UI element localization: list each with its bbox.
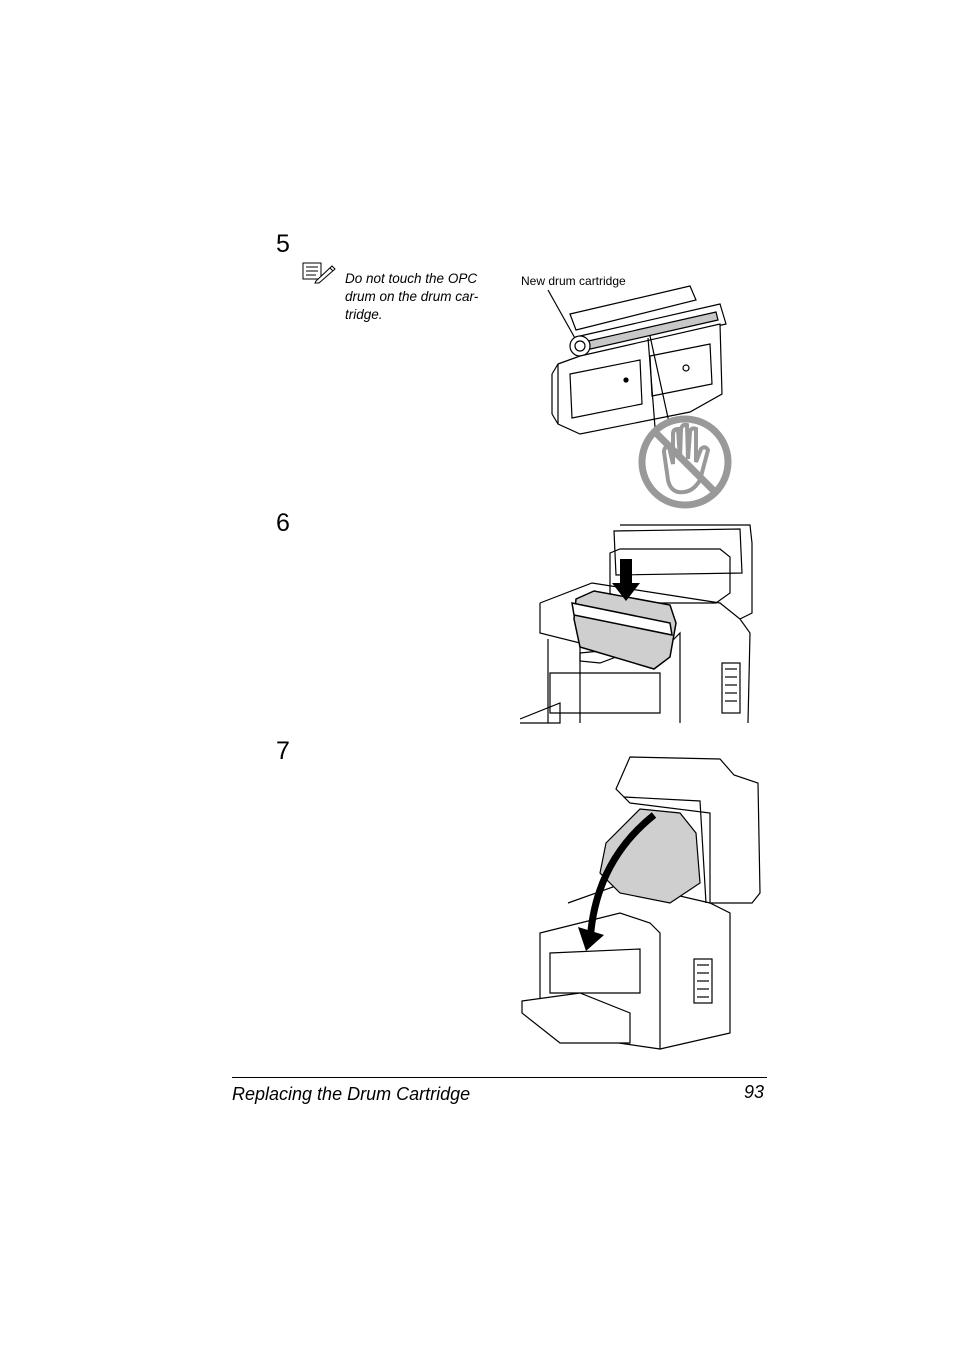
page-number: 93 — [744, 1082, 765, 1102]
figure-callout-label: New drum cartridge — [521, 274, 626, 288]
note-line: Do not touch the OPC — [345, 271, 478, 286]
insert-cartridge-illustration — [520, 524, 753, 724]
footer-section-title: Replacing the Drum Cartridge — [232, 1084, 471, 1104]
note-pencil-icon — [302, 262, 336, 284]
close-cover-illustration — [521, 756, 761, 1050]
drum-cartridge-illustration — [547, 285, 732, 509]
note-line: drum on the drum car- — [345, 289, 479, 304]
footer-divider — [232, 1077, 767, 1078]
step-number-5: 5 — [276, 230, 290, 258]
note-line: tridge. — [345, 307, 383, 322]
note-text: Do not touch the OPC drum on the drum ca… — [345, 270, 495, 324]
step-number-6: 6 — [276, 509, 290, 537]
step-number-7: 7 — [276, 737, 290, 765]
